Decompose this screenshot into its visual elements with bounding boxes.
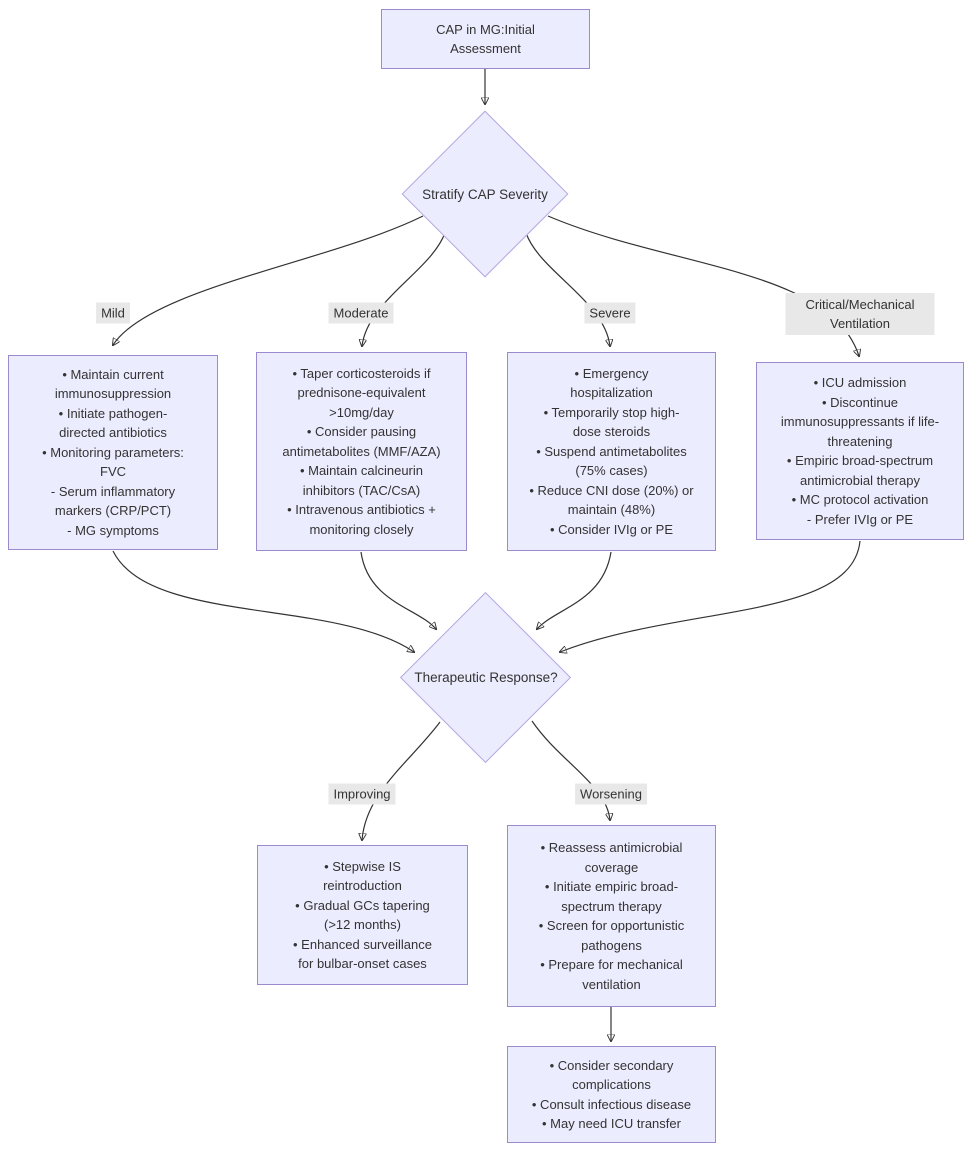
- node-critical-management: • ICU admission • Discontinue immunosupp…: [756, 362, 964, 540]
- node-escalation-plan-label: • Consider secondary complications • Con…: [531, 1057, 692, 1132]
- node-initial-assessment-label: CAP in MG:Initial Assessment: [436, 21, 535, 57]
- node-moderate-management: • Taper corticosteroids if prednisone-eq…: [256, 352, 467, 551]
- node-mild-management-label: • Maintain current immunosuppression • I…: [42, 366, 184, 538]
- edge-response-to-improving: [362, 721, 441, 840]
- node-escalation-plan: • Consider secondary complications • Con…: [507, 1046, 716, 1143]
- edge-label-critical: Critical/Mechanical Ventilation: [785, 293, 935, 335]
- edge-critical-to-response: [560, 540, 861, 652]
- edge-label-moderate: Moderate: [328, 302, 394, 324]
- node-critical-management-label: • ICU admission • Discontinue immunosupp…: [780, 375, 940, 527]
- edge-stratify-to-severe: [525, 232, 610, 346]
- node-mild-management: • Maintain current immunosuppression • I…: [8, 355, 218, 550]
- node-severe-management-label: • Emergency hospitalization • Temporaril…: [529, 365, 694, 537]
- edge-label-mild: Mild: [96, 302, 130, 324]
- node-therapeutic-response-label: Therapeutic Response?: [414, 669, 558, 685]
- node-initial-assessment: CAP in MG:Initial Assessment: [381, 9, 590, 69]
- node-improving-plan: • Stepwise IS reintroduction • Gradual G…: [257, 845, 468, 985]
- node-stratify-severity-label: Stratify CAP Severity: [422, 186, 548, 202]
- node-worsening-plan-label: • Reassess antimicrobial coverage • Init…: [538, 840, 685, 992]
- node-worsening-plan: • Reassess antimicrobial coverage • Init…: [507, 825, 716, 1007]
- edge-label-improving: Improving: [328, 783, 396, 805]
- edge-severe-to-response: [537, 551, 612, 629]
- node-moderate-management-label: • Taper corticosteroids if prednisone-eq…: [282, 365, 441, 537]
- edge-response-to-worsening: [531, 720, 610, 820]
- edge-stratify-to-mild: [113, 215, 424, 345]
- edge-mild-to-response: [112, 550, 414, 652]
- node-improving-plan-label: • Stepwise IS reintroduction • Gradual G…: [293, 858, 432, 972]
- node-severe-management: • Emergency hospitalization • Temporaril…: [507, 352, 716, 551]
- edge-label-severe: Severe: [584, 302, 636, 324]
- edge-moderate-to-response: [360, 551, 436, 629]
- edge-stratify-to-critical: [547, 215, 859, 356]
- edge-stratify-to-moderate: [362, 232, 446, 346]
- edge-label-worsening: Worsening: [575, 783, 647, 805]
